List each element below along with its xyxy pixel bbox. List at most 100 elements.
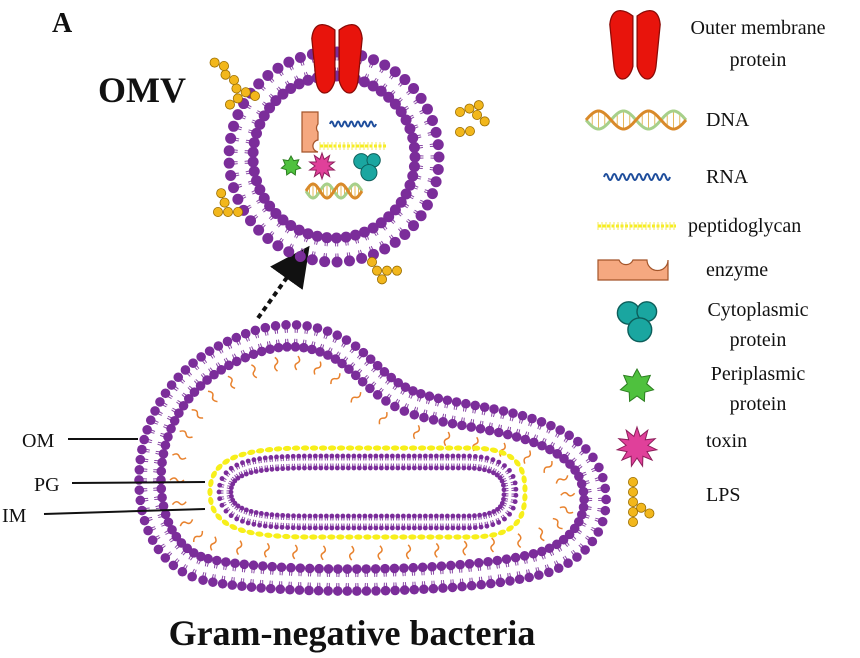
pg-unit xyxy=(513,518,521,527)
lipid-head xyxy=(318,525,324,531)
lipid-head xyxy=(407,132,419,144)
lps-squiggle xyxy=(350,392,362,403)
lipid-head xyxy=(234,516,240,522)
lipid-head xyxy=(340,525,346,531)
lipid-head xyxy=(234,462,240,468)
lipid-head xyxy=(183,393,194,404)
lipid-head xyxy=(334,525,340,531)
lipid-head xyxy=(400,453,406,459)
lipid-head xyxy=(422,453,428,459)
peptidoglycan-strand xyxy=(597,222,676,230)
lipid-head xyxy=(147,535,158,546)
lipid-head xyxy=(395,453,401,459)
lipid-head xyxy=(581,444,591,454)
lipid-head xyxy=(312,323,323,333)
lipid-head xyxy=(536,417,547,427)
lipid-head xyxy=(411,453,417,459)
pg-unit xyxy=(336,534,345,540)
lipid-head xyxy=(160,388,171,399)
pg-unit xyxy=(498,449,507,456)
lipid-head xyxy=(153,544,164,555)
lipid-head xyxy=(416,388,426,399)
lipid-head xyxy=(223,157,235,169)
lps-squiggle xyxy=(294,355,301,371)
lipid-head xyxy=(150,406,160,416)
lipid-head xyxy=(318,453,324,459)
lipid-head xyxy=(157,457,167,468)
lipid-head xyxy=(551,539,562,550)
lipid-head xyxy=(274,524,279,530)
im-pointer-line xyxy=(43,508,206,515)
lipid-head xyxy=(512,480,518,486)
lipid-head xyxy=(295,563,306,573)
lipid-head xyxy=(498,406,509,416)
lipid-head xyxy=(362,453,368,459)
lipid-head xyxy=(254,118,266,130)
lps-bead xyxy=(454,127,465,138)
inner-membrane xyxy=(216,453,519,531)
legend-label: Outer membrane xyxy=(691,17,826,39)
lipid-head xyxy=(408,386,418,396)
lipid-head xyxy=(384,525,390,531)
lipid-head xyxy=(478,454,484,460)
cytoplasmic-protein xyxy=(353,153,381,182)
lipid-head xyxy=(400,513,406,519)
lipid-head xyxy=(262,455,268,461)
lipid-head xyxy=(482,467,487,473)
lipid-head xyxy=(534,570,544,580)
pg-unit xyxy=(408,445,418,451)
lipid-head xyxy=(517,410,528,421)
lipid-head xyxy=(232,478,238,484)
lipid-head xyxy=(428,465,434,471)
lipid-head xyxy=(269,466,275,472)
lipid-head xyxy=(202,375,212,385)
im-label: IM xyxy=(2,505,27,527)
pg-unit xyxy=(435,445,445,451)
lipid-head xyxy=(587,536,598,547)
pg-unit xyxy=(318,445,328,451)
pg-unit xyxy=(264,532,273,538)
lipid-head xyxy=(444,525,450,531)
lipid-head xyxy=(395,513,401,519)
lipid-head xyxy=(302,321,312,331)
lipid-head xyxy=(177,566,188,577)
lipid-head xyxy=(424,391,435,402)
pg-unit xyxy=(327,445,337,451)
lipid-head xyxy=(290,525,296,531)
lipid-head xyxy=(472,453,478,459)
cyto-sphere xyxy=(360,164,378,182)
lipid-head xyxy=(143,525,153,536)
lps-bead xyxy=(216,188,227,199)
membrane-pointers xyxy=(43,438,206,515)
lipid-head xyxy=(393,377,404,388)
lipid-head xyxy=(597,516,608,527)
lipid-head xyxy=(395,525,401,531)
lipid-head xyxy=(495,506,500,512)
lipid-head xyxy=(408,82,420,94)
lipid-head xyxy=(383,211,395,223)
lipid-head xyxy=(361,586,372,596)
lipid-head xyxy=(269,512,275,518)
lipid-head xyxy=(270,95,282,107)
lps-squiggle xyxy=(377,545,383,561)
lipid-head xyxy=(432,163,444,175)
lipid-head xyxy=(422,513,428,519)
lipid-head xyxy=(508,408,518,419)
lipid-head xyxy=(196,352,206,362)
pg-unit xyxy=(210,470,217,479)
pg-unit xyxy=(215,463,223,471)
lipid-head xyxy=(156,466,167,477)
lipid-head xyxy=(490,522,496,528)
lipid-head xyxy=(293,224,305,236)
lipid-head xyxy=(501,554,512,564)
lipid-head xyxy=(349,229,361,241)
lipid-head xyxy=(351,513,357,519)
lps-bead xyxy=(371,265,382,276)
lipid-head xyxy=(466,465,472,471)
pg-unit xyxy=(273,446,283,452)
lipid-head xyxy=(389,66,401,78)
lipid-head xyxy=(399,563,409,573)
dna-helix xyxy=(584,109,688,131)
lipid-head xyxy=(510,474,516,479)
lipid-head xyxy=(356,465,362,471)
